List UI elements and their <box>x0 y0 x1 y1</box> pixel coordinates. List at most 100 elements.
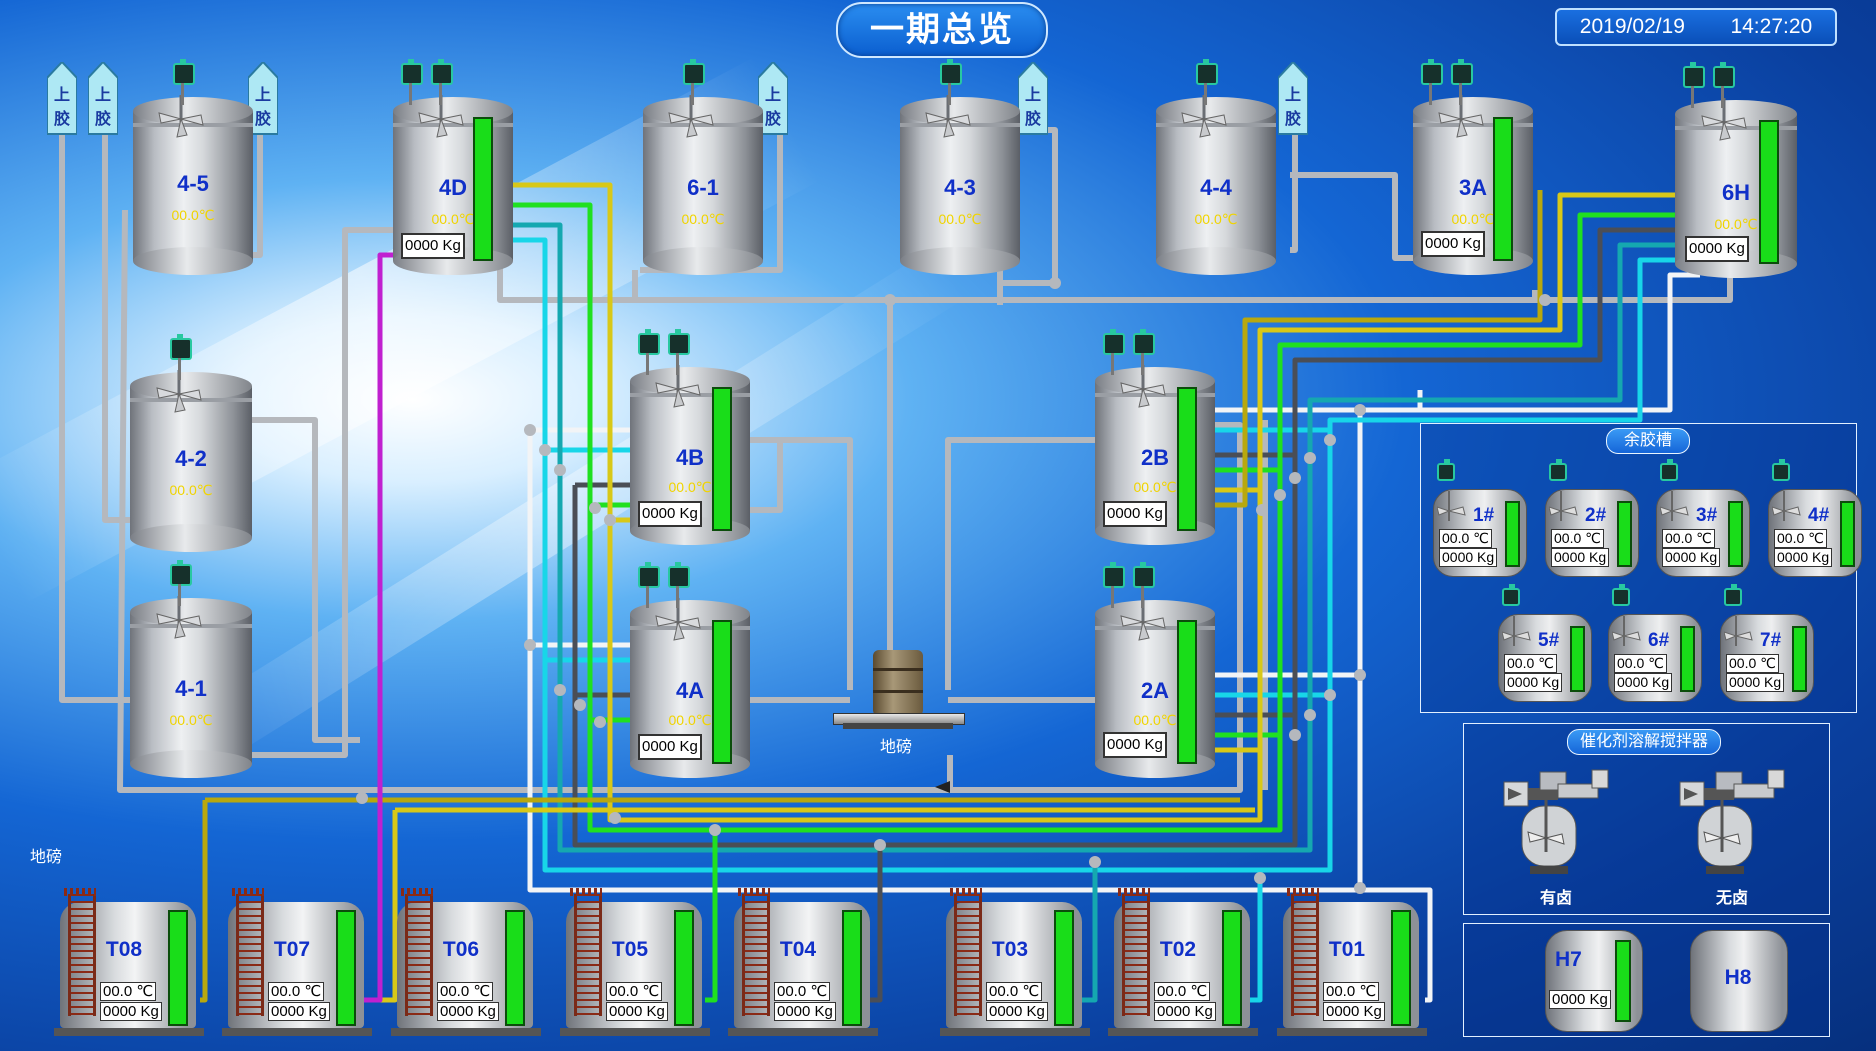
tank-band <box>1413 123 1533 127</box>
residual-tank-4#[interactable]: 4# 00.0 ℃ 0000 Kg <box>1768 459 1862 579</box>
motor-icon[interactable] <box>173 59 195 85</box>
tank-base <box>54 1028 204 1036</box>
motor-icon[interactable] <box>668 329 690 355</box>
glue-char-2: 胶 <box>764 111 781 128</box>
weight-display: 0000 Kg <box>437 1002 499 1021</box>
storage-tank-T03[interactable]: T03 00.0 ℃ 0000 Kg <box>940 888 1090 1036</box>
mixer-icon <box>1679 769 1785 874</box>
storage-tank-T04[interactable]: T04 00.0 ℃ 0000 Kg <box>728 888 878 1036</box>
h-tank-H7[interactable]: H7 0000 Kg <box>1545 930 1643 1032</box>
scale-drum[interactable] <box>873 650 923 716</box>
residual-tank-3#[interactable]: 3# 00.0 ℃ 0000 Kg <box>1656 459 1750 579</box>
motor-icon[interactable] <box>1421 59 1443 85</box>
tank-band <box>130 624 252 628</box>
weight-display: 0000 Kg <box>1323 1002 1385 1021</box>
glue-feed-marker[interactable]: 上胶 <box>1277 60 1309 135</box>
motor-shaft <box>948 83 951 105</box>
glue-feed-marker[interactable]: 上胶 <box>46 60 78 135</box>
catalyst-mixer[interactable]: 有卤 <box>1500 762 1620 907</box>
motor-icon[interactable] <box>170 334 192 360</box>
storage-tank-T07[interactable]: T07 00.0 ℃ 0000 Kg <box>222 888 372 1036</box>
motor-icon[interactable] <box>638 562 660 588</box>
weight-display: 0000 Kg <box>401 233 465 259</box>
residual-tank-5#[interactable]: 5# 00.0 ℃ 0000 Kg <box>1498 584 1592 704</box>
tank-name: T08 <box>105 938 143 961</box>
glue-feed-marker[interactable]: 上胶 <box>247 60 279 135</box>
motor-icon[interactable] <box>1683 62 1705 88</box>
motor-shaft <box>1459 83 1462 105</box>
tank-name: T07 <box>273 938 311 961</box>
level-bar <box>1493 117 1513 261</box>
weight-display: 0000 Kg <box>1103 732 1167 758</box>
tank-band <box>630 393 750 397</box>
level-bar <box>1505 501 1520 567</box>
motor-icon[interactable] <box>401 59 423 85</box>
glue-feed-marker[interactable]: 上胶 <box>1017 60 1049 135</box>
residual-tank-1#[interactable]: 1# 00.0 ℃ 0000 Kg <box>1433 459 1527 579</box>
tank-name: 3A <box>1458 175 1488 200</box>
storage-tank-T06[interactable]: T06 00.0 ℃ 0000 Kg <box>391 888 541 1036</box>
tank-base <box>940 1028 1090 1036</box>
tank-base <box>391 1028 541 1036</box>
motor-icon[interactable] <box>1133 562 1155 588</box>
motor-icon[interactable] <box>1437 459 1455 481</box>
motor-icon[interactable] <box>1133 329 1155 355</box>
motor-shaft <box>1141 586 1144 608</box>
motor-icon[interactable] <box>1660 459 1678 481</box>
motor-icon[interactable] <box>1549 459 1567 481</box>
tank-name: 1# <box>1473 505 1495 526</box>
glue-feed-marker[interactable]: 上胶 <box>87 60 119 135</box>
glue-char-1: 上 <box>254 87 271 104</box>
motor-icon[interactable] <box>1724 584 1742 606</box>
weight-display: 0000 Kg <box>1551 548 1610 567</box>
ladder-icon <box>1122 894 1150 1016</box>
storage-tank-T05[interactable]: T05 00.0 ℃ 0000 Kg <box>560 888 710 1036</box>
motor-icon[interactable] <box>170 560 192 586</box>
temp-display: 00.0 ℃ <box>774 982 831 1001</box>
motor-icon[interactable] <box>1103 562 1125 588</box>
motor-shaft <box>1141 353 1144 375</box>
storage-tank-T01[interactable]: T01 00.0 ℃ 0000 Kg <box>1277 888 1427 1036</box>
residual-tank-6#[interactable]: 6# 00.0 ℃ 0000 Kg <box>1608 584 1702 704</box>
residual-tank-7#[interactable]: 7# 00.0 ℃ 0000 Kg <box>1720 584 1814 704</box>
motor-icon[interactable] <box>1713 62 1735 88</box>
tank-band <box>1095 393 1215 397</box>
storage-tank-T02[interactable]: T02 00.0 ℃ 0000 Kg <box>1108 888 1258 1036</box>
motor-icon[interactable] <box>638 329 660 355</box>
motor-icon[interactable] <box>1502 584 1520 606</box>
motor-icon[interactable] <box>668 562 690 588</box>
residual-tank-2#[interactable]: 2# 00.0 ℃ 0000 Kg <box>1545 459 1639 579</box>
motor-icon[interactable] <box>1612 584 1630 606</box>
motor-icon[interactable] <box>1772 459 1790 481</box>
motor-shaft <box>676 353 679 375</box>
glue-feed-marker[interactable]: 上胶 <box>757 60 789 135</box>
motor-icon[interactable] <box>431 59 453 85</box>
motor-icon[interactable] <box>940 59 962 85</box>
motor-icon[interactable] <box>1451 59 1473 85</box>
motor-shaft <box>178 584 181 606</box>
level-bar <box>336 910 356 1026</box>
motor-icon[interactable] <box>683 59 705 85</box>
motor-icon[interactable] <box>1196 59 1218 85</box>
glue-arrow-icon <box>1277 60 1309 135</box>
motor-icon[interactable] <box>1103 329 1125 355</box>
motor-shaft <box>646 353 649 375</box>
h-tank-H8[interactable]: H8 <box>1690 930 1788 1032</box>
storage-tank-T08[interactable]: T08 00.0 ℃ 0000 Kg <box>54 888 204 1036</box>
temp-display: 00.0 ℃ <box>1774 529 1827 548</box>
catalyst-mixer[interactable]: 无卤 <box>1676 762 1796 907</box>
tank-temp: 00.0℃ <box>1133 712 1177 728</box>
